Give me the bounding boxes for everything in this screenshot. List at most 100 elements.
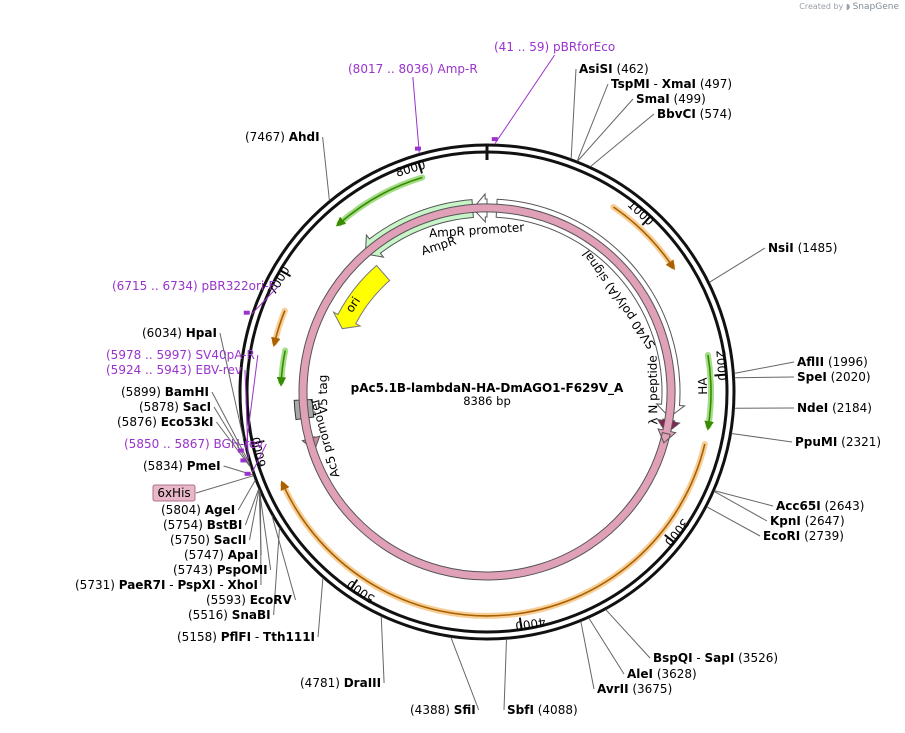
primer-marker [244,471,251,476]
site-leader-line [450,637,480,711]
site-name: SapI [705,651,735,665]
site-label-text: NsiI (1485) [768,241,837,255]
site-label-text: (6034) HpaI [142,326,217,340]
site-label-text: (4781) DraIII [300,676,381,690]
site-leader-line [605,609,651,659]
primer-site-label: (8017 .. 8036) Amp-R [348,62,478,154]
site-position: (8017 .. 8036) [348,62,438,76]
feature-label: AmpR promoter [429,220,525,240]
site-name: SbfI [507,703,534,717]
enzyme-site-label: NsiI (1485) [709,241,837,283]
site-name: pBRforEco [553,40,615,54]
site-label-text: TspMI - XmaI (497) [611,77,732,91]
site-name: PpuMI [795,435,837,449]
site-position: (4388) [410,703,454,717]
tick-label: 3000 [662,516,692,549]
site-separator: - [216,578,228,592]
tick-mark [349,579,359,591]
site-label-text: SbfI (4088) [507,703,578,717]
enzyme-site-label: (4388) SfiI [410,637,480,717]
tick-mark [641,215,652,226]
site-label-text: (5878) SacI [139,400,211,414]
site-label-text: BbvCI (574) [657,107,732,121]
site-position: (5876) [117,415,161,429]
orf-arc [280,443,706,617]
site-name: EcoRV [250,593,293,607]
site-separator: - [650,77,662,91]
site-name: AgeI [205,503,235,517]
site-label-text: (5754) BstBI [163,518,242,532]
primer-site-label: (41 .. 59) pBRforEco [491,40,615,145]
site-name: AvrII [597,682,629,696]
site-position: (2020) [827,370,871,384]
site-leader-line [494,54,556,145]
site-leader-line [503,639,507,711]
credit-brand: SnapGene [852,2,899,12]
tick-mark [518,617,523,630]
site-position: (1996) [824,355,868,369]
site-leader-line [734,361,795,374]
orf-arc [704,354,714,431]
site-name: HpaI [186,326,217,340]
site-name: AflII [797,355,824,369]
enzyme-site-label: (5747) ApaI [184,490,262,562]
site-label-text: SpeI (2020) [797,370,871,384]
site-name: SpeI [797,370,827,384]
orf-arc [271,310,286,348]
site-label-text: AleI (3628) [627,667,697,681]
site-name: SacI [183,400,211,414]
primer-marker [237,448,244,453]
site-position: (5850 .. 5867) [124,437,214,451]
enzyme-site-label: (5899) BamHI [121,385,250,464]
primer-marker [414,146,421,151]
site-name: SmaI [636,92,670,106]
site-name: PspOMI [217,563,268,577]
enzyme-site-label: (5158) PflFI - Tth111I [177,577,324,644]
site-position: (574) [696,107,732,121]
primer-marker [243,310,250,315]
enzyme-site-label: PpuMI (2321) [731,433,881,449]
site-name: Eco53kI [161,415,214,429]
site-leader-line [714,490,774,507]
primer-marker [491,137,498,142]
site-name: BamHI [165,385,209,399]
enzyme-site-label: (5804) AgeI [161,479,256,517]
site-label-text: BspQI - SapI (3526) [653,651,778,665]
ori-arrow [332,264,391,330]
tick-mark [279,269,292,278]
credit-prefix: Created by [799,2,844,11]
plasmid-name: pAc5.1B-lambdaN-HA-DmAGO1-F629V_A [351,381,624,396]
site-name: PmeI [187,459,221,473]
tag-6xhis-label: 6xHis [157,486,190,500]
enzyme-site-label: TspMI - XmaI (497) [576,77,732,162]
enzyme-site-label: AsiSI (462) [570,62,649,159]
site-position: (3628) [653,667,697,681]
site-position: (5750) [170,533,214,547]
site-name: SacII [214,533,247,547]
site-leader-line [273,527,280,616]
site-label-text: AsiSI (462) [579,62,649,76]
site-name: Acc65I [776,499,821,513]
site-name: PspXI [177,578,215,592]
enzyme-site-label: AvrII (3675) [580,621,672,696]
site-leader-line [245,354,259,450]
site-position: (2184) [828,401,872,415]
site-leader-line [317,577,324,638]
site-position: (6034) [142,326,186,340]
site-leader-line [244,369,249,460]
enzyme-site-label: (4781) DraIII [300,616,385,690]
enzyme-site-label: SmaI (499) [577,92,706,162]
site-position: (499) [670,92,706,106]
site-leader-line [709,247,766,283]
enzyme-site-label: KpnI (2647) [713,490,845,528]
site-label-text: (41 .. 59) pBRforEco [494,40,615,54]
feature-label: λ N peptide [646,355,661,425]
site-position: (5899) [121,385,165,399]
site-name: KpnI [770,514,801,528]
enzyme-site-label: (5743) PspOMI [173,490,272,577]
site-label-text: (5850 .. 5867) BGH-rev [124,437,263,451]
site-label-text: (5804) AgeI [161,503,235,517]
site-leader-line [219,332,245,440]
site-position: (5158) [177,630,221,644]
primer-site-label: (5924 .. 5943) EBV-rev [106,363,249,463]
